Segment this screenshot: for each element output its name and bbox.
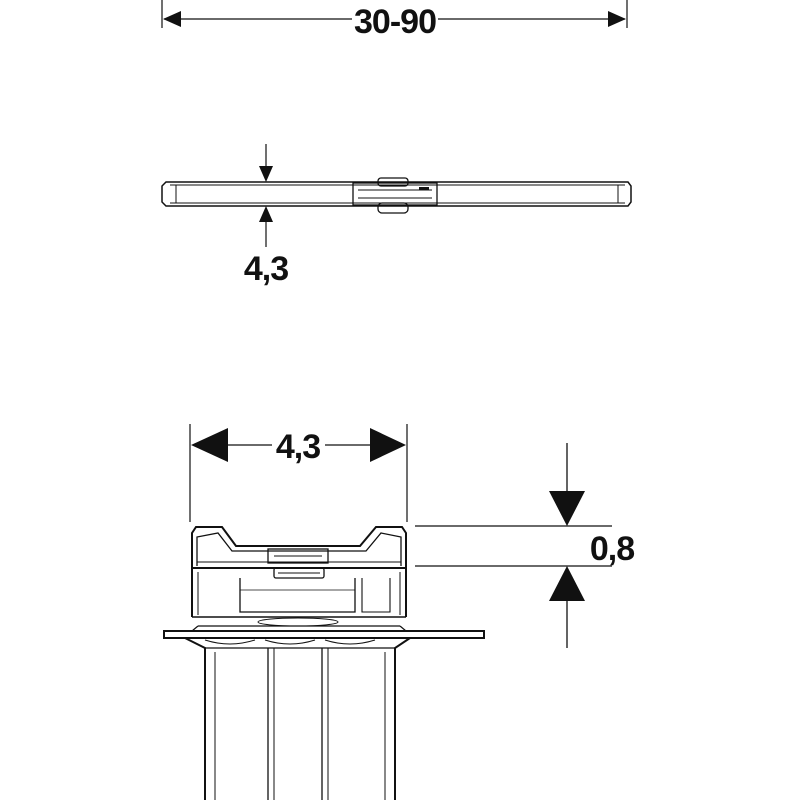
- drain-trough: [191, 568, 407, 618]
- drain-cross-section: 4,3 0,8: [163, 424, 635, 800]
- arrow-down-icon: [549, 491, 585, 526]
- drain-profile-view: 4,3: [161, 144, 632, 288]
- section-width-dimension: 4,3: [189, 424, 408, 522]
- drain-cover: [191, 526, 407, 579]
- arrow-left-icon: [191, 428, 228, 462]
- frame-offset-label: 0,8: [590, 530, 634, 568]
- length-dimension: 30-90: [161, 0, 628, 41]
- arrow-up-icon: [259, 206, 273, 222]
- arrow-up-icon: [549, 566, 585, 601]
- frame-offset-dimension: 0,8: [415, 443, 635, 648]
- arrow-left-icon: [163, 11, 181, 27]
- arrow-right-icon: [370, 428, 406, 462]
- arrow-down-icon: [259, 166, 273, 182]
- drain-body: [184, 637, 411, 800]
- profile-height-label: 4,3: [244, 250, 288, 288]
- drain-flange: [163, 617, 485, 639]
- length-label: 30-90: [354, 3, 436, 41]
- arrow-right-icon: [608, 11, 626, 27]
- section-width-label: 4,3: [276, 428, 320, 466]
